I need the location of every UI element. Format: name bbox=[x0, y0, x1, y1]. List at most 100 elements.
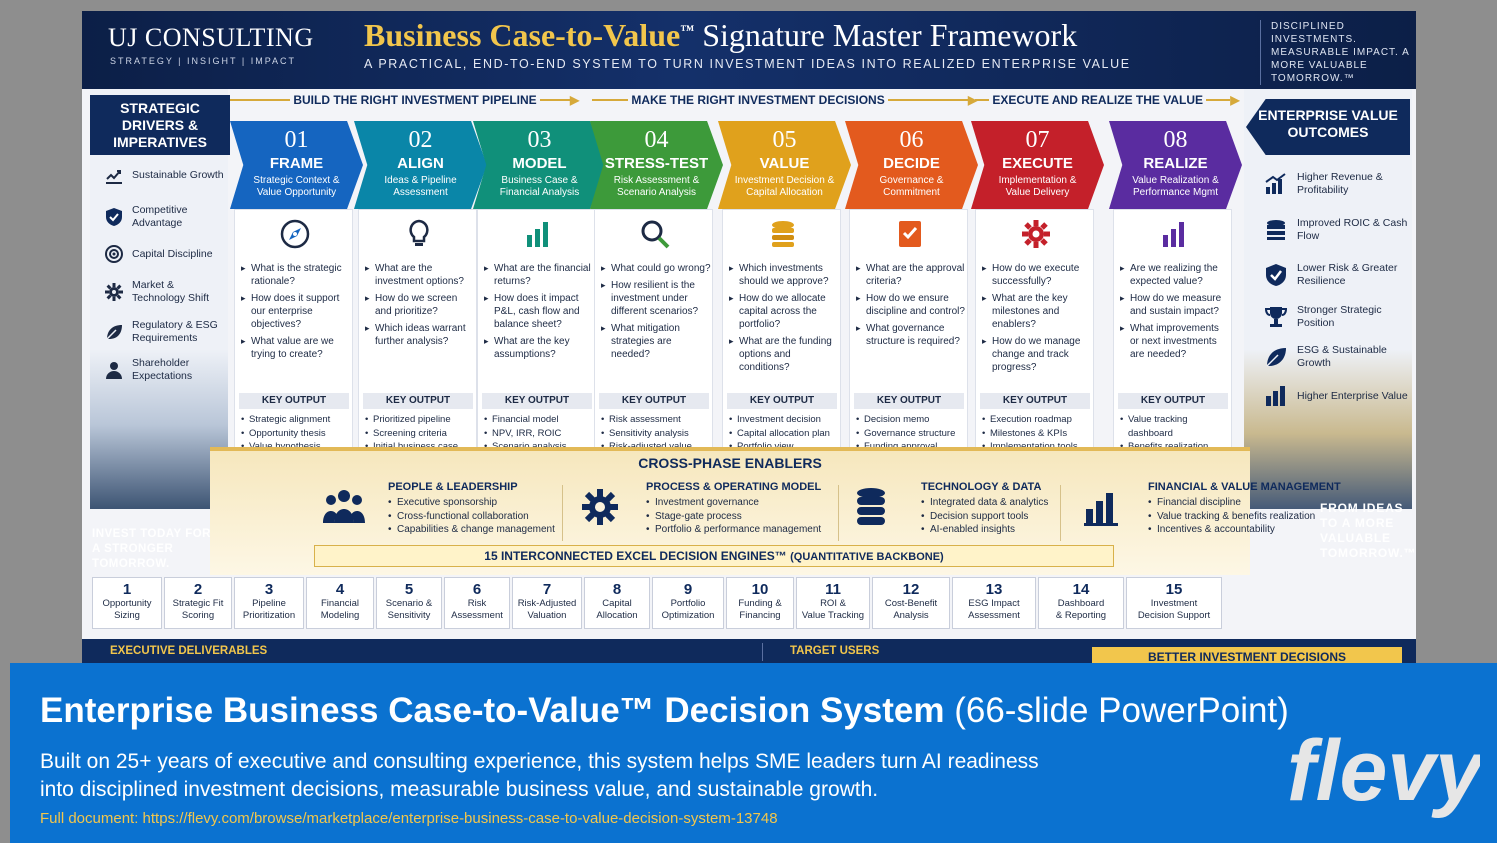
step-question: Which investments should we approve? bbox=[729, 262, 839, 288]
engine-number: 4 bbox=[335, 581, 345, 598]
enterprise-outcomes-title: ENTERPRISE VALUE OUTCOMES bbox=[1246, 99, 1410, 155]
engine-label: Optimization bbox=[661, 610, 715, 621]
engine-number: 2 bbox=[193, 581, 203, 598]
strategic-drivers-panel: STRATEGIC DRIVERS & IMPERATIVES Sustaina… bbox=[90, 89, 230, 509]
driver-label: Sustainable Growth bbox=[132, 168, 224, 181]
step-question: How do we manage change and track progre… bbox=[982, 335, 1092, 374]
outcome-item: Stronger Strategic Position bbox=[1264, 304, 1409, 330]
phase-row: BUILD THE RIGHT INVESTMENT PIPELINE ▶ MA… bbox=[230, 91, 1240, 109]
leaf-icon bbox=[106, 325, 122, 340]
enabler-point: Investment governance bbox=[646, 496, 821, 510]
key-output-list: Financial modelNPV, IRR, ROICScenario an… bbox=[484, 413, 594, 454]
gear-icon bbox=[105, 283, 123, 301]
engine-label: Value Tracking bbox=[801, 610, 865, 621]
phase-2: MAKE THE RIGHT INVESTMENT DECISIONS ▶ bbox=[592, 91, 977, 109]
step-body: What are the approval criteria?How do we… bbox=[849, 209, 968, 454]
engine-label: Prioritization bbox=[242, 610, 296, 621]
person-icon bbox=[106, 362, 122, 379]
enabler-divider bbox=[1060, 485, 1061, 541]
key-output-item: Value tracking dashboard bbox=[1120, 413, 1230, 440]
bar-growth-icon bbox=[1265, 173, 1286, 194]
key-output-item: Investment decision bbox=[729, 413, 839, 427]
flevy-logo[interactable]: flevy bbox=[1290, 718, 1480, 828]
people-icon bbox=[323, 490, 365, 523]
step-body: What are the financial returns?How does … bbox=[477, 209, 596, 454]
driver-item: Competitive Advantage bbox=[104, 204, 224, 230]
enabler-name: PROCESS & OPERATING MODEL bbox=[646, 481, 822, 493]
enabler-divider bbox=[562, 485, 563, 541]
outcome-label: Lower Risk & Greater Resilience bbox=[1297, 262, 1398, 287]
engine-number: 3 bbox=[264, 581, 274, 598]
product-title-bold: Enterprise Business Case-to-Value™ Decis… bbox=[40, 691, 945, 730]
engine-label: Allocation bbox=[596, 610, 638, 621]
step-question: What could go wrong? bbox=[601, 262, 711, 275]
product-banner: Enterprise Business Case-to-Value™ Decis… bbox=[10, 663, 1497, 843]
step-question: How do we screen and prioritize? bbox=[365, 292, 475, 318]
outcome-item: Higher Enterprise Value bbox=[1264, 384, 1409, 408]
executive-deliverables-label: EXECUTIVE DELIVERABLES bbox=[110, 645, 268, 657]
step-questions: What are the financial returns?How does … bbox=[484, 262, 594, 365]
step-questions: Which investments should we approve?How … bbox=[729, 262, 839, 378]
engine-label: Financing bbox=[739, 610, 781, 621]
key-output-list: Investment decisionCapital allocation pl… bbox=[729, 413, 839, 454]
enabler-point: Cross-functional collaboration bbox=[388, 510, 555, 524]
bar-chart-icon bbox=[1163, 222, 1184, 247]
key-output-item: Benefits realization bbox=[1120, 440, 1230, 454]
coins-icon bbox=[1267, 220, 1285, 240]
step-number: 07 bbox=[1025, 127, 1050, 153]
engine-number: 5 bbox=[404, 581, 414, 598]
growth-chart-icon bbox=[106, 170, 122, 184]
step-body: Which investments should we approve?How … bbox=[722, 209, 841, 454]
engine-label: Decision Support bbox=[1137, 610, 1211, 621]
document-link[interactable]: Full document: https://flevy.com/browse/… bbox=[40, 810, 778, 827]
brand-tagline: STRATEGY | INSIGHT | IMPACT bbox=[110, 56, 297, 66]
driver-item: Market & Technology Shift bbox=[104, 279, 224, 305]
compass-icon bbox=[280, 219, 310, 249]
engine-label: Investment bbox=[1150, 598, 1198, 609]
driver-item: Regulatory & ESG Requirements bbox=[104, 319, 224, 345]
key-output-list: Decision memoGovernance structureFunding… bbox=[856, 413, 966, 454]
key-output-label: KEY OUTPUT bbox=[1118, 393, 1228, 409]
engine-label: Cost-Benefit bbox=[884, 598, 938, 609]
key-output-item: Milestones & KPIs bbox=[982, 427, 1092, 441]
engine-number: 8 bbox=[612, 581, 622, 598]
step-question: What is the strategic rationale? bbox=[241, 262, 351, 288]
outcome-item: Improved ROIC & Cash Flow bbox=[1264, 217, 1409, 243]
engine-number: 13 bbox=[985, 581, 1003, 598]
key-output-list: Risk assessmentSensitivity analysisRisk-… bbox=[601, 413, 711, 454]
key-output-item: Risk assessment bbox=[601, 413, 711, 427]
key-output-item: Risk-adjusted value bbox=[601, 440, 711, 454]
magnifier-icon bbox=[641, 220, 670, 249]
engine-label: & Reporting bbox=[1055, 610, 1107, 621]
bar-chart-icon bbox=[1084, 493, 1118, 526]
step-number: 04 bbox=[644, 127, 669, 153]
enabler-point: AI-enabled insights bbox=[921, 523, 1048, 537]
driver-label: Market & Technology Shift bbox=[132, 279, 210, 304]
key-output-item: Governance structure bbox=[856, 427, 966, 441]
step-questions: What is the strategic rationale?How does… bbox=[241, 262, 351, 365]
enabler-point: Stage-gate process bbox=[646, 510, 821, 524]
step-questions: What are the investment options?How do w… bbox=[365, 262, 475, 352]
driver-label: Shareholder Expectations bbox=[132, 357, 193, 382]
flevy-logo-text: flevy bbox=[1290, 723, 1480, 819]
step-question: How do we ensure discipline and control? bbox=[856, 292, 966, 318]
